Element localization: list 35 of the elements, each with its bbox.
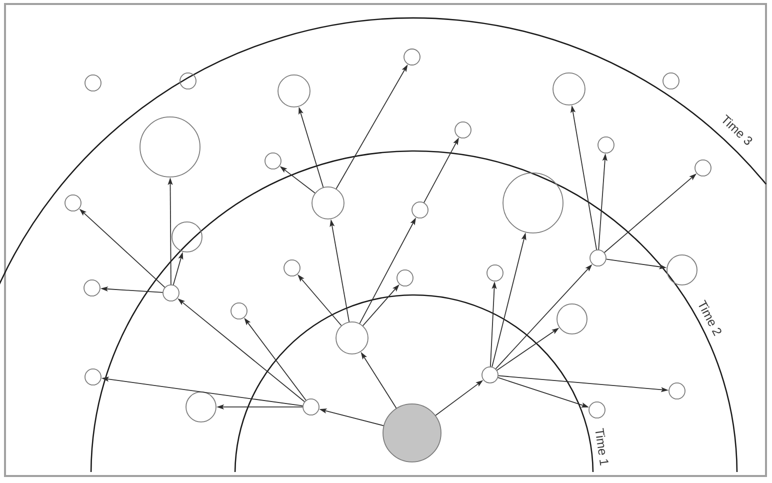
- circle-node: [284, 260, 300, 276]
- circle-node: [312, 186, 344, 220]
- circle-node: [264, 152, 282, 170]
- circle-node: [486, 264, 504, 282]
- circle-node: [404, 48, 420, 66]
- circle-node: [556, 304, 588, 334]
- circle-node: [502, 172, 564, 234]
- circle-node: [230, 302, 248, 320]
- circle-node: [694, 160, 712, 176]
- circle-node: [590, 250, 606, 266]
- circle-node: [666, 254, 698, 286]
- circle-node: [64, 194, 82, 212]
- arc-label: Time 2: [698, 300, 722, 336]
- circle-node: [84, 280, 100, 296]
- circle-node: [84, 74, 102, 92]
- circle-node: [180, 72, 196, 90]
- circle-node: [186, 392, 216, 422]
- circle-node: [302, 398, 320, 416]
- circle-node: [336, 322, 368, 354]
- circle-node: [278, 74, 310, 108]
- circle-node: [162, 284, 180, 302]
- shaded-circle-node: [382, 404, 442, 462]
- circle-node: [668, 382, 686, 400]
- circle-node: [454, 122, 472, 138]
- circle-node: [140, 116, 200, 178]
- circle-node: [598, 136, 614, 154]
- arc-label: Time 1: [595, 428, 608, 466]
- circle-node: [588, 402, 606, 418]
- circle-node: [412, 202, 428, 218]
- circle-node: [552, 72, 586, 106]
- circle-node: [396, 270, 414, 286]
- circle-node: [84, 368, 102, 386]
- circle-node: [662, 72, 680, 90]
- circle-node: [482, 366, 498, 384]
- circle-node: [172, 222, 202, 252]
